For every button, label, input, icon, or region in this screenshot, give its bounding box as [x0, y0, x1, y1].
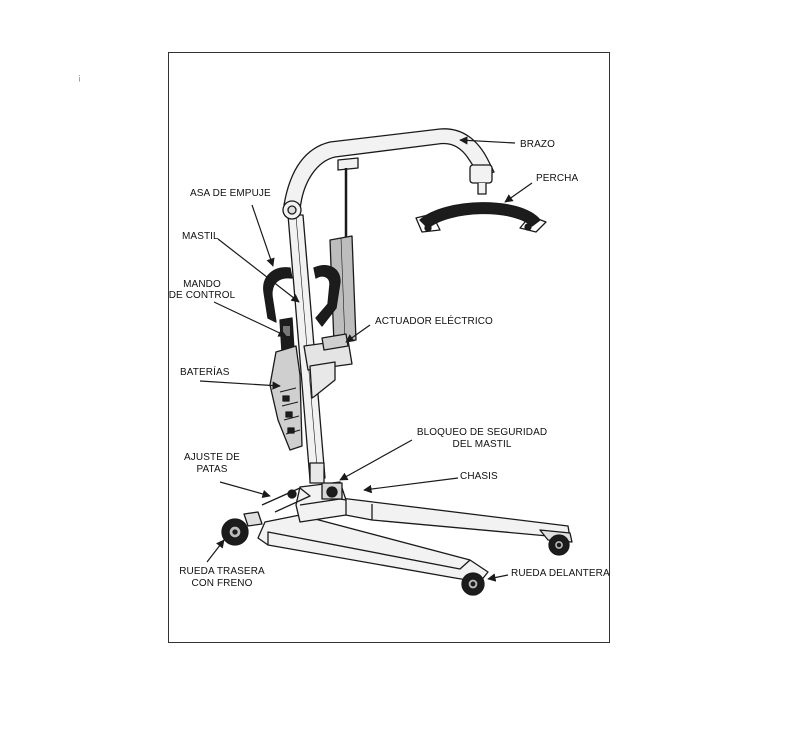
- label-bloqueo-line2: DEL MASTIL: [453, 439, 512, 450]
- arrow-actuador: [345, 324, 371, 343]
- label-percha: PERCHA: [536, 173, 579, 184]
- arrow-ajuste: [219, 481, 271, 499]
- label-chasis: CHASIS: [460, 471, 498, 482]
- label-ajuste-line1: AJUSTE DE: [184, 452, 240, 463]
- label-mastil: MASTIL: [182, 231, 219, 242]
- label-mando-line2: DE CONTROL: [169, 290, 236, 301]
- arrow-asa-de-empuje: [251, 204, 275, 267]
- callout-labels: BRAZO PERCHA ASA DE EMPUJE MASTIL MANDO …: [169, 139, 610, 589]
- leg-adjustment: [261, 487, 311, 513]
- arrow-mastil: [217, 238, 300, 303]
- label-rueda-trasera-line1: RUEDA TRASERA: [179, 566, 265, 577]
- label-ajuste-line2: PATAS: [196, 464, 227, 475]
- arrow-rueda-delantera: [487, 573, 509, 582]
- label-asa-de-empuje: ASA DE EMPUJE: [190, 188, 271, 199]
- chassis-base: [295, 481, 347, 523]
- spreader-bar: [415, 164, 547, 233]
- arrow-chasis: [363, 477, 459, 494]
- label-bloqueo-line1: BLOQUEO DE SEGURIDAD: [417, 427, 547, 438]
- front-caster: [461, 572, 485, 596]
- callout-arrows: [199, 136, 533, 582]
- boom-arm: [282, 128, 495, 240]
- label-rueda-delantera: RUEDA DELANTERA: [511, 568, 610, 579]
- stray-mark: ¡: [78, 72, 81, 82]
- arrow-brazo: [459, 136, 516, 145]
- arrow-percha: [504, 182, 533, 203]
- arrow-mando: [213, 301, 287, 337]
- arrow-rueda-trasera: [206, 539, 225, 563]
- rear-caster: [221, 511, 263, 546]
- electric-actuator: [303, 235, 357, 399]
- push-handles: [263, 265, 341, 327]
- label-baterias: BATERÍAS: [180, 365, 230, 378]
- label-mando-line1: MANDO: [183, 279, 221, 290]
- arrow-bloqueo: [339, 439, 413, 481]
- label-rueda-trasera-line2: CON FRENO: [192, 578, 253, 589]
- diagram-frame: [168, 52, 610, 643]
- leg-end-caster: [548, 534, 570, 556]
- label-actuador: ACTUADOR ELÉCTRICO: [375, 314, 493, 327]
- lift-illustration: [221, 128, 573, 596]
- label-brazo: BRAZO: [520, 139, 555, 150]
- arrow-baterias: [199, 380, 281, 390]
- battery-pack: [269, 345, 303, 451]
